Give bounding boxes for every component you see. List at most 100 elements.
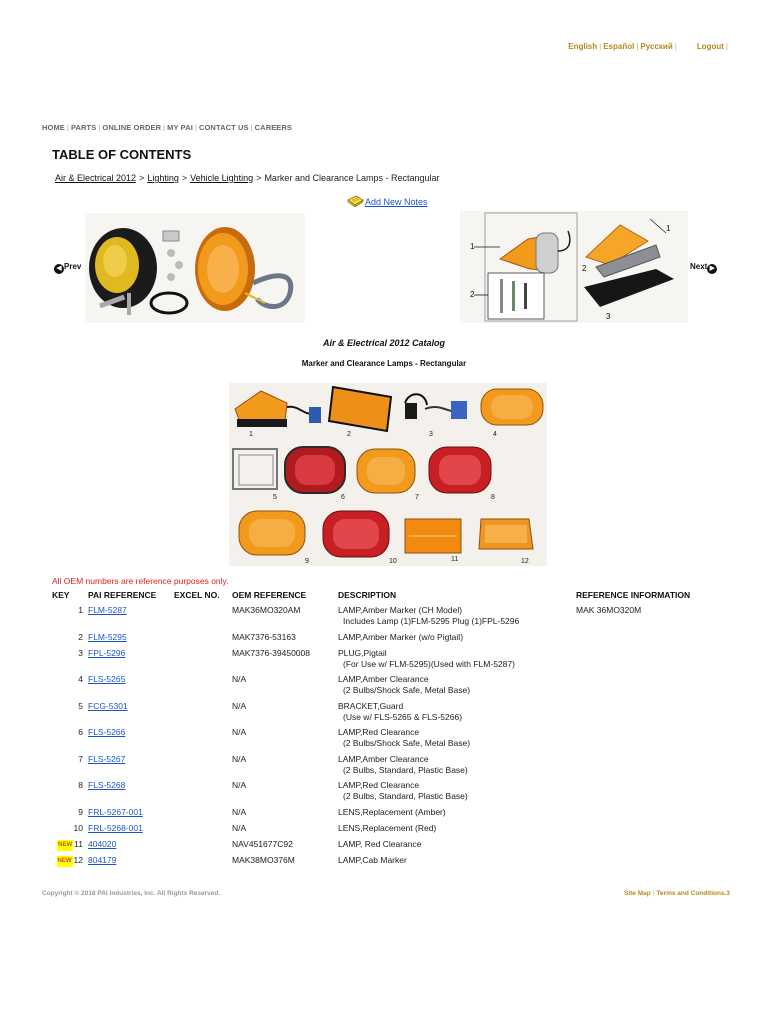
nav-online-order[interactable]: ONLINE ORDER <box>102 123 162 132</box>
breadcrumb-vehicle-lighting[interactable]: Vehicle Lighting <box>190 173 254 183</box>
breadcrumb-air-electrical[interactable]: Air & Electrical 2012 <box>55 173 137 183</box>
part-link[interactable]: FLM-5287 <box>88 605 127 615</box>
description-detail: (2 Bulbs/Shock Safe, Metal Base) <box>343 738 471 748</box>
note-pad-icon[interactable] <box>347 195 364 207</box>
description-main: LAMP,Amber Marker (w/o Pigtail) <box>338 631 464 642</box>
next-section-image[interactable]: 1 2 2 3 1 <box>460 211 688 323</box>
diagram-callout: 12 <box>521 558 529 565</box>
part-link[interactable]: FRL-5267-001 <box>88 806 143 817</box>
cell-excel-no <box>174 754 232 781</box>
table-row: 4 FLS-5265 N/A LAMP,Amber Clearance(2 Bulbs… <box>52 674 736 701</box>
diagram-callout: 5 <box>273 494 277 501</box>
cell-reference-info <box>576 701 736 728</box>
prev-link[interactable]: ◀Prev <box>54 262 81 274</box>
cell-oem-reference: MAK7376-53163 <box>232 631 296 642</box>
diagram-callout: 4 <box>493 431 497 438</box>
cell-key: 1 <box>52 605 88 632</box>
part-link[interactable]: 804179 <box>88 854 117 865</box>
cell-reference-info: MAK 36MO320M <box>576 605 642 615</box>
nav-home[interactable]: HOME <box>42 123 65 132</box>
breadcrumb-lighting[interactable]: Lighting <box>147 173 179 183</box>
cell-description: LENS,Replacement (Amber) <box>338 807 576 823</box>
language-english[interactable]: English <box>568 42 598 51</box>
cell-reference-info <box>576 839 736 855</box>
cell-excel-no <box>174 674 232 701</box>
cell-pai-reference: FLS-5266 <box>88 727 174 754</box>
add-new-notes-link[interactable]: Add New Notes <box>365 197 428 207</box>
description-main: LAMP,Red Clearance <box>338 780 420 790</box>
cell-excel-no <box>174 701 232 728</box>
part-link[interactable]: FRL-5268-001 <box>88 822 143 833</box>
language-russian[interactable]: Русский <box>640 42 673 51</box>
prev-label: Prev <box>64 262 82 271</box>
description-detail: (For Use w/ FLM-5295)(Used with FLM-5287… <box>343 658 515 669</box>
cell-description: LAMP,Amber Clearance(2 Bulbs/Shock Safe,… <box>338 674 576 701</box>
cell-reference-info <box>576 807 736 823</box>
part-link[interactable]: FLS-5268 <box>88 780 126 790</box>
header-pai-reference: PAI REFERENCE <box>88 590 157 600</box>
next-link[interactable]: Next▶ <box>690 262 718 274</box>
description-main: LAMP,Red Clearance <box>338 727 420 737</box>
header-excel-no: EXCEL NO. <box>174 590 220 600</box>
part-link[interactable]: FLM-5295 <box>88 631 127 642</box>
cell-description: LAMP,Red Clearance(2 Bulbs, Standard, Pl… <box>338 780 576 807</box>
part-link[interactable]: FCG-5301 <box>88 700 128 711</box>
part-link[interactable]: FPL-5296 <box>88 647 126 658</box>
header-oem-reference: OEM REFERENCE <box>232 590 307 600</box>
cell-reference-info <box>576 727 736 754</box>
cell-pai-reference: FCG-5301 <box>88 701 174 728</box>
cell-oem-reference: N/A <box>232 822 247 833</box>
cell-pai-reference: FLS-5265 <box>88 674 174 701</box>
cell-key: 9 <box>52 807 88 823</box>
cell-oem-reference: NAV451677C92 <box>232 838 293 849</box>
description-main: LENS,Replacement (Red) <box>338 822 437 833</box>
diagram-callout: 3 <box>429 431 433 438</box>
part-link[interactable]: 404020 <box>88 838 117 849</box>
diagram-callout: 2 <box>470 290 475 299</box>
key-number: 3 <box>78 647 83 658</box>
separator: | <box>674 42 677 51</box>
parts-table: KEY PAI REFERENCE EXCEL NO. OEM REFERENC… <box>52 588 736 871</box>
diagram-callout: 9 <box>305 558 309 565</box>
part-link[interactable]: FLS-5267 <box>88 753 126 764</box>
key-number: 7 <box>78 753 83 764</box>
cell-excel-no <box>174 632 232 648</box>
cell-oem-reference: MAK38MO376M <box>232 854 295 865</box>
diagram-callout: 1 <box>470 242 475 251</box>
table-header-row: KEY PAI REFERENCE EXCEL NO. OEM REFERENC… <box>52 588 736 605</box>
description-main: BRACKET,Guard <box>338 700 404 711</box>
cell-oem-reference: N/A <box>232 674 247 684</box>
terms-link[interactable]: Terms and Conditions.3 <box>656 890 730 897</box>
cell-oem-reference: N/A <box>232 806 247 817</box>
cell-key: 6 <box>52 727 88 754</box>
nav-contact-us[interactable]: CONTACT US <box>198 123 249 132</box>
language-bar: English|Español|Русский|Logout| <box>568 42 730 51</box>
breadcrumb-separator: > <box>181 173 188 183</box>
separator: | <box>725 42 728 51</box>
site-map-link[interactable]: Site Map <box>624 890 651 897</box>
part-link[interactable]: FLS-5266 <box>88 727 126 737</box>
section-title: Marker and Clearance Lamps - Rectangular <box>301 359 467 368</box>
separator: | <box>98 123 101 132</box>
cell-key: 2 <box>52 632 88 648</box>
cell-key: 10 <box>52 823 88 839</box>
key-number: 5 <box>78 700 83 711</box>
key-number: 4 <box>78 674 83 684</box>
language-espanol[interactable]: Español <box>603 42 635 51</box>
add-notes: Add New Notes <box>347 195 428 207</box>
description-main: PLUG,Pigtail <box>338 647 387 658</box>
diagram-callout: 6 <box>341 494 345 501</box>
part-link[interactable]: FLS-5265 <box>88 674 126 684</box>
cell-pai-reference: FLM-5295 <box>88 632 174 648</box>
nav-careers[interactable]: CAREERS <box>254 123 293 132</box>
nav-my-pai[interactable]: MY PAI <box>167 123 193 132</box>
cell-pai-reference: FLS-5267 <box>88 754 174 781</box>
previous-section-image[interactable] <box>85 213 305 323</box>
key-number: 6 <box>78 727 83 737</box>
nav-parts[interactable]: PARTS <box>70 123 97 132</box>
logout-link[interactable]: Logout <box>696 42 724 51</box>
